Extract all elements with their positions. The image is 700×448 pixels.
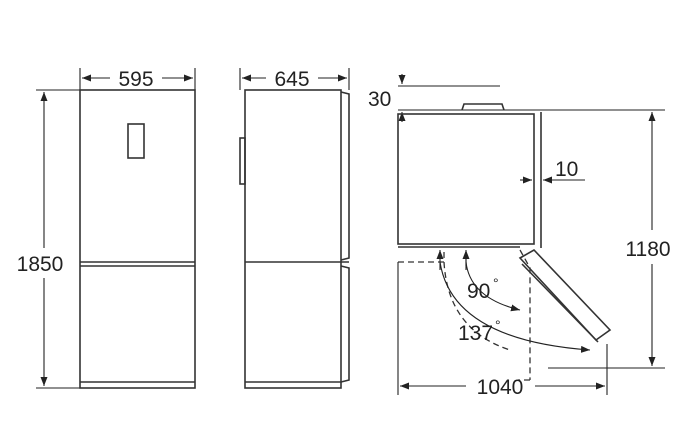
top-handle <box>461 103 505 111</box>
front-view: 595 1850 <box>17 68 196 389</box>
installation-view: 30 10 90 ° 137 ° <box>368 74 671 399</box>
door-open-arc-dashed <box>443 261 511 351</box>
door-opening-90-dashed <box>519 249 531 380</box>
side-view: 645 <box>239 68 350 389</box>
angle-137-arc <box>439 261 591 353</box>
cabinet-body <box>397 113 535 245</box>
lower-door-profile <box>340 265 350 383</box>
front-width-label: 595 <box>118 68 153 91</box>
angle-137-degree: ° <box>495 317 501 333</box>
angle-90-arc <box>465 261 521 312</box>
side-gap-label: 10 <box>555 158 578 181</box>
open-door-inner-line <box>521 263 599 343</box>
front-body <box>79 89 196 389</box>
total-depth-label: 1040 <box>477 376 524 399</box>
angle-137-label: 137 <box>458 322 493 345</box>
upper-door-profile <box>340 91 350 261</box>
door-height-label: 1180 <box>625 238 670 261</box>
side-depth-label: 645 <box>274 68 309 91</box>
angle-90-label: 90 <box>467 280 490 303</box>
top-clearance-label: 30 <box>368 88 391 111</box>
control-display-icon <box>127 123 145 159</box>
door-closed-dashed <box>398 248 445 263</box>
angle-90-degree: ° <box>493 275 499 291</box>
height-label: 1850 <box>17 253 64 276</box>
back-handle-profile <box>239 137 246 185</box>
side-body <box>244 89 342 389</box>
open-door-panel <box>518 248 612 342</box>
